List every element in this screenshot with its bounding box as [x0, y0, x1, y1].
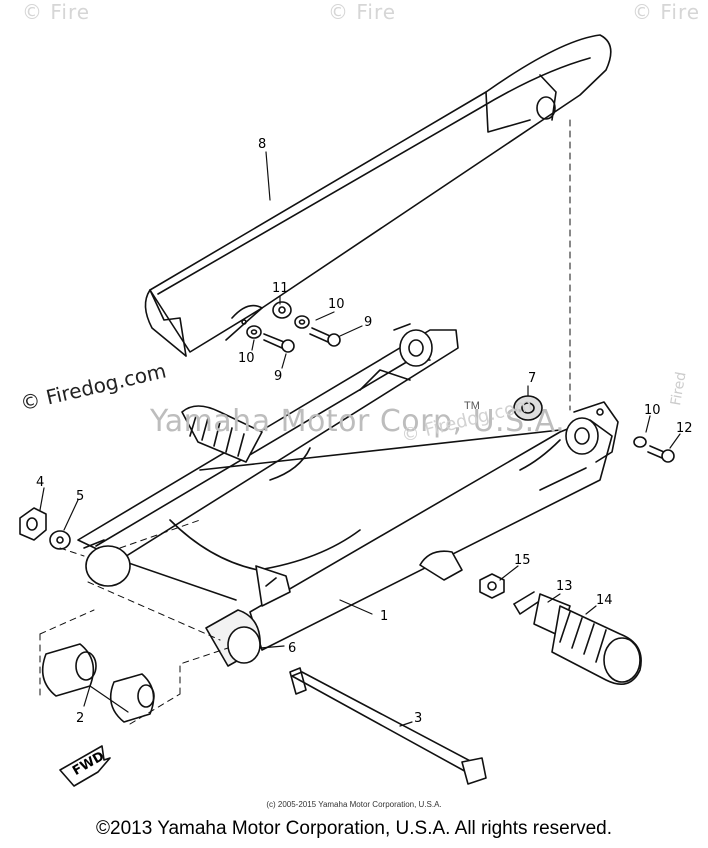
rear-end-left-bushing: [393, 323, 433, 367]
label-part-12: 12: [676, 421, 693, 436]
bolt-9-left: [263, 333, 295, 353]
label-part-10c: 10: [644, 403, 661, 418]
label-part-15: 15: [514, 553, 531, 568]
watermark-top-right: © Fire: [632, 0, 701, 24]
nut-4: [19, 507, 47, 541]
label-part-11: 11: [272, 281, 289, 296]
nut-15: [479, 573, 505, 599]
washer-11: [272, 301, 292, 319]
watermark-top-center: © Fire: [328, 0, 397, 24]
watermark-tm: TM: [464, 400, 480, 412]
washer-5: [49, 530, 71, 550]
bolt-12: [647, 445, 675, 463]
leader-lines: [39, 151, 681, 727]
front-pivot-right-6: [205, 609, 261, 667]
label-part-5: 5: [76, 489, 84, 504]
fwd-arrow-icon: FWD: [59, 745, 111, 787]
label-part-3: 3: [414, 711, 422, 726]
rear-plate: [573, 401, 619, 463]
chain-case: [144, 34, 612, 357]
washer-10-mid: [294, 315, 310, 329]
label-part-14: 14: [596, 593, 613, 608]
label-part-10a: 10: [328, 297, 345, 312]
bushing-2-lower: [109, 673, 155, 723]
label-part-8: 8: [258, 137, 266, 152]
bolt-9-right: [309, 327, 341, 347]
label-part-9b: 9: [274, 369, 282, 384]
swing-arm: [77, 329, 613, 651]
small-copyright: (c) 2005-2015 Yamaha Motor Corporation, …: [266, 800, 442, 809]
label-part-13: 13: [556, 579, 573, 594]
label-part-2: 2: [76, 711, 84, 726]
front-pivot-left: [83, 539, 131, 587]
rear-end-right-bushing: [565, 417, 599, 455]
left-footrest-rubber: [181, 405, 263, 463]
footrest-rubber-14: [551, 605, 642, 686]
watermark-yamaha: Yamaha Motor Corp, U.S.A.: [150, 404, 566, 439]
pivot-shaft-3: [289, 667, 487, 785]
label-part-7: 7: [528, 371, 536, 386]
damper-7: [513, 395, 543, 421]
footer-copyright: ©2013 Yamaha Motor Corporation, U.S.A. A…: [96, 818, 612, 839]
washer-10-left: [246, 325, 262, 339]
part-labels: 1 2 3 4 5 6 7 8 9 9 10 10 10 11 12 13 14…: [36, 137, 693, 726]
watermark-top-left: © Fire: [22, 0, 91, 24]
label-part-6: 6: [288, 641, 296, 656]
bushing-2-upper: [41, 643, 97, 697]
label-part-10b: 10: [238, 351, 255, 366]
washer-10-right: [633, 436, 647, 448]
label-part-9a: 9: [364, 315, 372, 330]
label-part-1: 1: [380, 609, 388, 624]
label-part-4: 4: [36, 475, 44, 490]
assembly-guide-lines: [39, 119, 571, 725]
